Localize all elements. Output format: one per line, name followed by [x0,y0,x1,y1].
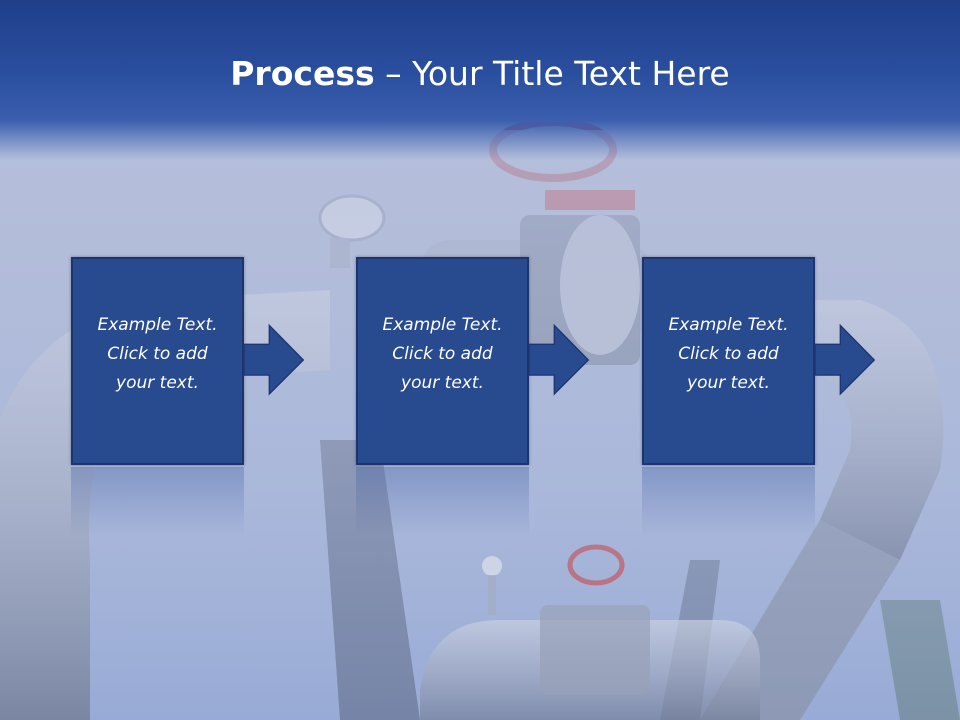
title-bold-part: Process [230,54,375,93]
step-text-line: Example Text. [668,315,789,335]
step-3-reflection [642,467,815,537]
right-arrow-icon [244,323,304,396]
step-2-reflection [356,467,529,537]
process-step-3-text[interactable]: Example Text. Click to add your text. [644,311,813,398]
step-text-line: Click to add [678,344,779,364]
process-step-1-text[interactable]: Example Text. Click to add your text. [73,311,242,398]
slide-title[interactable]: Process – Your Title Text Here [0,52,960,96]
step-text-line: your text. [687,373,770,393]
title-band [0,0,960,160]
right-arrow-icon [529,323,589,396]
step-text-line: Click to add [107,344,208,364]
process-step-3-box[interactable]: Example Text. Click to add your text. [642,257,815,465]
step-text-line: Click to add [392,344,493,364]
step-text-line: your text. [401,373,484,393]
step-text-line: Example Text. [382,315,503,335]
step-1-reflection [71,467,244,537]
process-step-2-box[interactable]: Example Text. Click to add your text. [356,257,529,465]
step-text-line: your text. [116,373,199,393]
title-rest-part: – Your Title Text Here [374,54,730,93]
right-arrow-icon [815,323,875,396]
step-text-line: Example Text. [97,315,218,335]
process-step-1-box[interactable]: Example Text. Click to add your text. [71,257,244,465]
process-step-2-text[interactable]: Example Text. Click to add your text. [358,311,527,398]
